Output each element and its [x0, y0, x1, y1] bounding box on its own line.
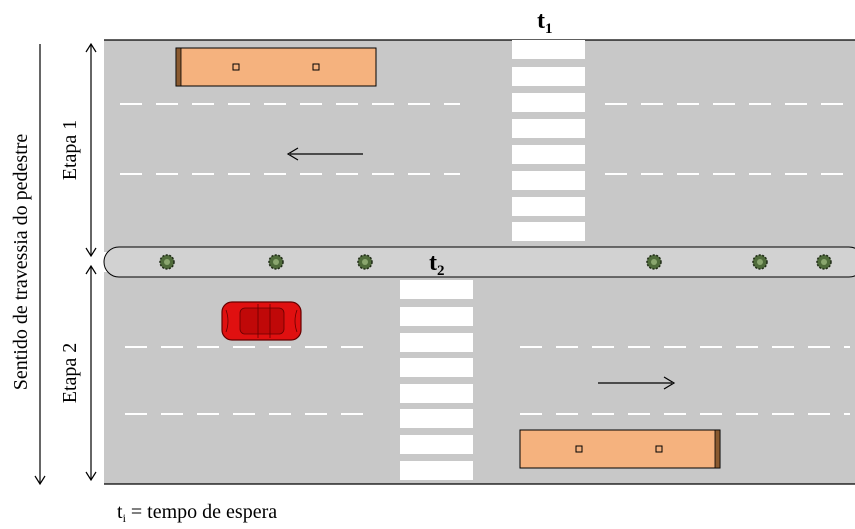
tree-icon [159, 254, 175, 270]
arrow-icon [286, 147, 363, 161]
tree-icon [816, 254, 832, 270]
crosswalk-lower [400, 280, 473, 480]
lane-markings-upper [120, 103, 850, 175]
road-lower [104, 272, 855, 484]
median-island [103, 246, 855, 278]
t2-label: t2 [429, 250, 445, 279]
bus-icon [175, 47, 377, 87]
lane-markings-lower [125, 346, 850, 415]
etapa2-label: Etapa 2 [59, 343, 81, 404]
crossing-direction-arrow [34, 44, 46, 486]
tree-icon [646, 254, 662, 270]
arrow-icon [598, 376, 676, 390]
legend-text: ti = tempo de espera [117, 501, 277, 525]
car-icon [221, 301, 302, 341]
tree-icon [752, 254, 768, 270]
crossing-direction-label: Sentido de travessia do pedestre [10, 134, 32, 391]
stage2-bracket-arrow [85, 264, 97, 482]
bus-icon [519, 429, 721, 469]
tree-icon [357, 254, 373, 270]
etapa1-label: Etapa 1 [59, 120, 81, 181]
t1-label: t1 [537, 8, 553, 37]
tree-icon [268, 254, 284, 270]
crosswalk-upper [512, 40, 585, 241]
stage1-bracket-arrow [85, 42, 97, 258]
